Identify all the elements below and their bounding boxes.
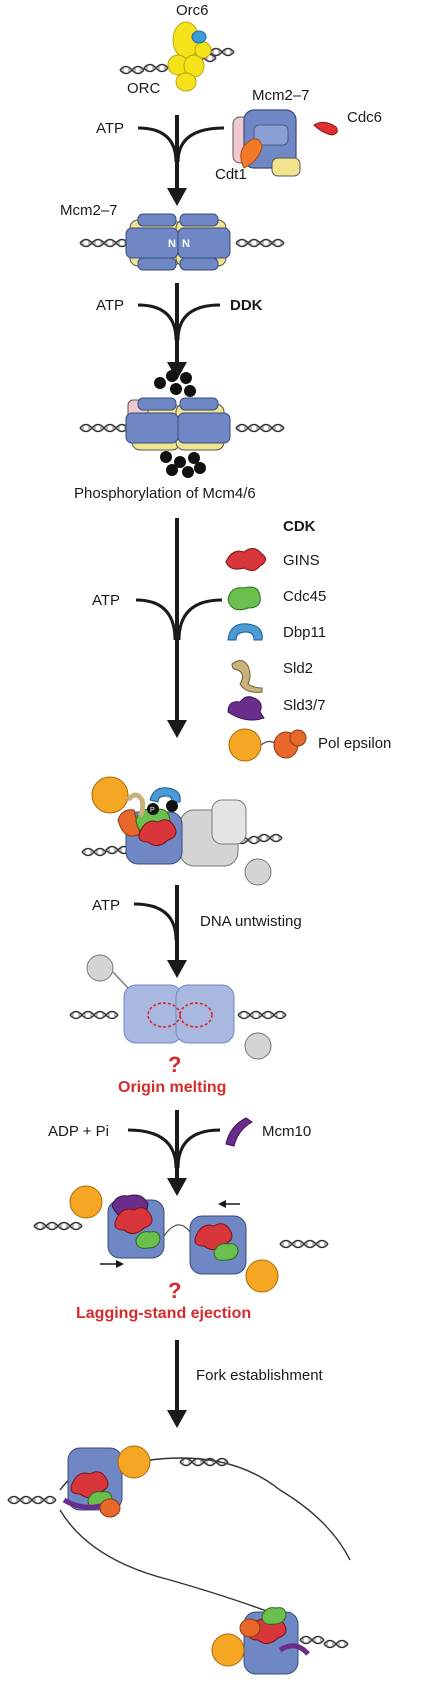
label-sld3-7: Sld3/7 (283, 697, 326, 714)
label-n-left: N (168, 238, 176, 250)
label-n-right: N (182, 238, 190, 250)
label-adp-pi: ADP + Pi (48, 1123, 109, 1140)
legend-dbp11 (227, 623, 263, 641)
label-cdc45: Cdc45 (283, 588, 326, 605)
merge-arrow-2 (137, 283, 221, 380)
label-mcm2-7-top: Mcm2–7 (252, 87, 310, 104)
melting-double-hexamer (86, 954, 272, 1060)
label-atp-3: ATP (92, 592, 120, 609)
cdc6-protein (313, 121, 338, 136)
label-mcm10: Mcm10 (262, 1123, 311, 1140)
orc-complex (167, 21, 212, 92)
legend-pol-epsilon (228, 728, 307, 762)
mcm-double-hexamer-phosphorylated (125, 397, 231, 451)
cmg-right-step8 (189, 1215, 279, 1293)
legend-gins (225, 548, 266, 572)
merge-arrow-5 (127, 1110, 221, 1196)
label-atp-2: ATP (96, 297, 124, 314)
label-fork-establishment: Fork establishment (196, 1367, 324, 1384)
label-atp-4: ATP (92, 897, 120, 914)
label-p-mark: P (150, 807, 155, 814)
mcm10-protein (225, 1117, 253, 1147)
label-dna-untwisting: DNA untwisting (200, 913, 302, 930)
label-sld2: Sld2 (283, 660, 313, 677)
cmg-complex-step5 (91, 776, 183, 865)
question-mark-2: ? (168, 1278, 181, 1303)
mcm-double-hexamer (125, 213, 231, 271)
replication-bubble (7, 1457, 351, 1649)
cmg-left-step8 (69, 1185, 165, 1259)
arrow-6 (167, 1340, 187, 1428)
legend-sld2 (231, 660, 263, 693)
label-orc: ORC (127, 80, 161, 97)
separated-strand (163, 1224, 191, 1237)
mcm2-7-single-hexamer (232, 109, 301, 177)
label-origin-melting: Origin melting (118, 1079, 226, 1096)
label-gins: GINS (283, 552, 320, 569)
label-orc6: Orc6 (176, 2, 209, 19)
label-dbp11: Dbp11 (283, 624, 326, 641)
label-mcm2-7-double-hexamer: Mcm2–7 (60, 202, 118, 219)
orc6-subunit (191, 30, 207, 44)
label-cdk: CDK (283, 518, 316, 535)
label-phosphorylation: Phosphorylation of Mcm4/6 (74, 485, 256, 502)
merge-arrow-3 (135, 518, 223, 738)
legend-sld3-7 (227, 696, 265, 721)
arrow-4 (133, 885, 187, 978)
dna-strand-8 (33, 1221, 329, 1249)
phosphate-marks (154, 370, 206, 478)
legend-cdc45 (227, 586, 261, 611)
question-mark-1: ? (168, 1052, 181, 1077)
label-cdt1: Cdt1 (215, 166, 247, 183)
grey-double-hexamer-partner (179, 799, 272, 886)
replisome-left (62, 1445, 151, 1518)
label-lagging-ejection: Lagging-stand ejection (76, 1305, 251, 1322)
merge-arrow-1 (137, 115, 225, 206)
label-cdc6: Cdc6 (347, 109, 382, 126)
replisome-right (211, 1607, 310, 1675)
label-ddk: DDK (230, 297, 263, 314)
label-pol-epsilon: Pol epsilon (318, 735, 391, 752)
label-atp-1: ATP (96, 120, 124, 137)
